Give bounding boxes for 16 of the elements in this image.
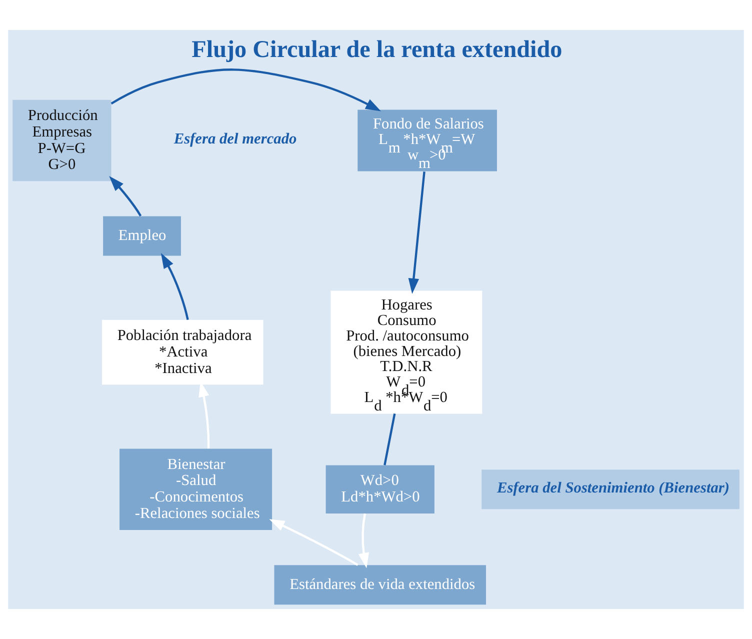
- node-box: Población trabajadora *Activa *Inactiva: [102, 320, 264, 385]
- node-box: Empleo: [103, 216, 181, 256]
- connector: [384, 414, 396, 466]
- node-box: Bienestar -Salud -Conocimentos -Relaciones sociales: [120, 448, 272, 530]
- arrow: [160, 252, 189, 320]
- node-box: Wd>0 Ld*h*Wd>0: [326, 465, 434, 514]
- label: Esfera del mercado: [174, 130, 297, 148]
- arrow: [358, 513, 370, 568]
- arrow: [269, 519, 358, 566]
- arrow: [109, 176, 142, 216]
- diagram-title: Flujo Circular de la renta extendido: [192, 36, 562, 63]
- label: Esfera del Sostenimiento (Bienestar): [496, 479, 730, 496]
- arrow: [408, 172, 426, 294]
- arrow: [110, 68, 381, 112]
- node-box: Estándares de vida extendidos: [274, 565, 486, 605]
- node-box: Producción Empresas P-W=G G>0: [12, 100, 112, 182]
